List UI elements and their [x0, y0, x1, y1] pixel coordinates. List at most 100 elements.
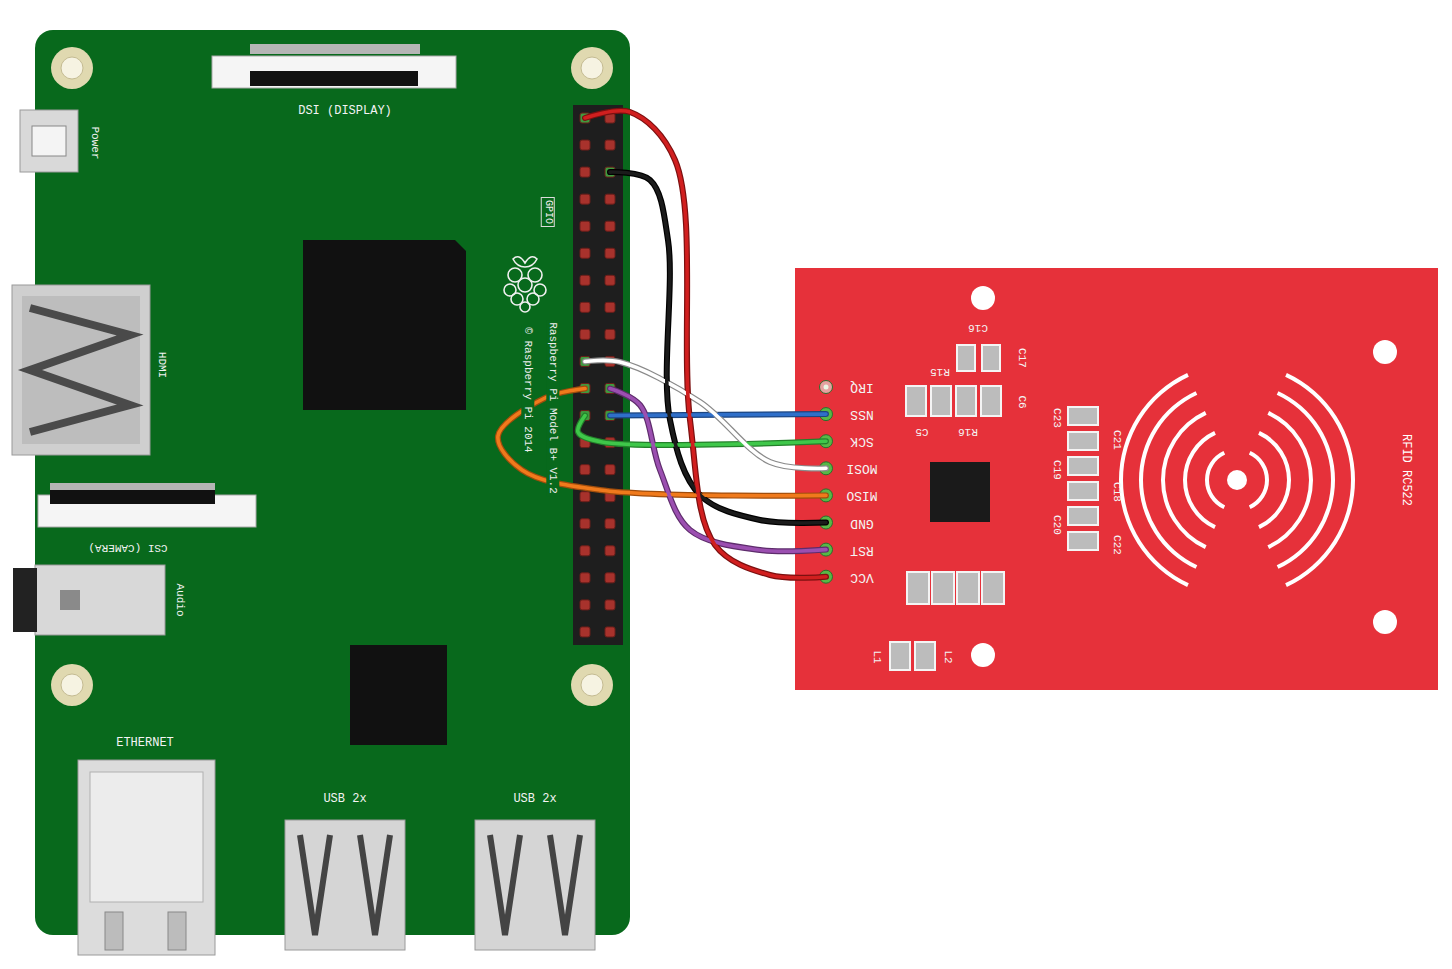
- port-label: DSI (DISPLAY): [298, 105, 392, 119]
- smd-pad: [957, 572, 979, 604]
- header-pin: [605, 140, 615, 150]
- mounting-hole: [61, 674, 83, 696]
- raspberry-logo: [513, 257, 537, 267]
- component-ref: C16: [968, 322, 988, 335]
- header-pin: [580, 465, 590, 475]
- pin-label: VCC: [850, 569, 873, 584]
- mounting-hole: [581, 674, 603, 696]
- smd-pad: [1068, 407, 1098, 425]
- header-pins: [580, 113, 615, 637]
- port-label: Power: [89, 126, 102, 159]
- raspberry-logo: [504, 257, 546, 312]
- header-label: GPIO: [541, 197, 555, 227]
- component-ref: L2: [942, 650, 955, 663]
- raspberry-logo: [518, 278, 532, 292]
- usb-port: [475, 820, 595, 950]
- component-ref: C20: [1051, 515, 1064, 535]
- hdmi-connector: [22, 296, 140, 444]
- rfid-pin: [820, 381, 833, 394]
- rfid-board: [795, 268, 1438, 690]
- power-connector: [20, 110, 78, 172]
- pin-label: GND: [850, 515, 873, 530]
- audio-jack: [35, 565, 165, 635]
- header-pin: [605, 302, 615, 312]
- smd-pad: [931, 386, 951, 416]
- mounting-hole: [971, 286, 995, 310]
- wire-outline: [585, 360, 826, 468]
- csi-connector: [50, 490, 215, 504]
- port-label: ETHERNET: [116, 737, 174, 751]
- antenna-arc: [1205, 451, 1225, 509]
- dsi-connector: [250, 71, 418, 86]
- port-label: Audio: [174, 583, 187, 616]
- antenna-arc: [1161, 411, 1207, 549]
- header-pin: [605, 573, 615, 583]
- antenna-arc: [1258, 431, 1291, 529]
- rc522-chip: [930, 462, 990, 522]
- rfid-board: RFID RC522: [795, 268, 1438, 690]
- antenna-arc: [1249, 451, 1269, 509]
- component-ref: C21: [1111, 430, 1124, 450]
- component-ref: C22: [1111, 535, 1124, 555]
- rfid-pin: [824, 385, 829, 390]
- pin-label: NSS: [850, 407, 873, 422]
- mounting-hole: [571, 664, 613, 706]
- smd-pad: [890, 642, 910, 670]
- component-ref: C18: [1111, 482, 1124, 502]
- ethernet-port: [78, 760, 215, 955]
- component-ref: R16: [958, 426, 978, 439]
- mounting-hole: [51, 664, 93, 706]
- audio-jack: [13, 568, 37, 632]
- wire-outline: [610, 389, 826, 552]
- smd-components: [890, 345, 1098, 670]
- mounting-hole: [1373, 340, 1397, 364]
- mounting-hole: [61, 57, 83, 79]
- ethernet-port: [105, 912, 123, 950]
- smd-pad: [932, 572, 954, 604]
- wire-outline: [610, 172, 826, 523]
- smd-pad: [982, 572, 1004, 604]
- mounting-hole: [971, 643, 995, 667]
- csi-connector: [50, 483, 215, 491]
- component-ref: C19: [1051, 460, 1064, 480]
- power-connector: [32, 126, 66, 156]
- antenna: [1119, 373, 1355, 587]
- pin-label: IRQ: [850, 380, 873, 395]
- usb-port: [300, 835, 390, 935]
- port-label: USB 2x: [323, 793, 366, 807]
- rfid-pin: [820, 381, 833, 394]
- header-pin: [580, 627, 590, 637]
- smd-pad: [956, 386, 976, 416]
- dsi-connector: [250, 44, 420, 54]
- jumper-wire: [585, 360, 826, 468]
- header-pin: [580, 194, 590, 204]
- ethernet-port: [168, 912, 186, 950]
- header-pin: [580, 302, 590, 312]
- jumper-wire: [610, 389, 826, 552]
- wire-outline: [585, 111, 826, 578]
- header-pin: [580, 492, 590, 502]
- smd-pad: [915, 642, 935, 670]
- usb-port: [490, 835, 580, 935]
- header-pin: [605, 194, 615, 204]
- smd-pad: [1068, 532, 1098, 550]
- raspberry-logo: [520, 302, 530, 312]
- antenna: [1227, 470, 1247, 490]
- header-pin: [580, 329, 590, 339]
- component-ref: C5: [915, 426, 928, 439]
- component-ref: R15: [930, 366, 950, 379]
- smd-pad: [982, 345, 1000, 371]
- smd-pad: [957, 345, 975, 371]
- wires: [498, 111, 826, 578]
- hdmi-connector: [30, 308, 130, 432]
- port-label: HDMI: [156, 352, 169, 378]
- header-pin: [605, 600, 615, 610]
- pin-label: MOSI: [846, 461, 877, 476]
- port-label: USB 2x: [513, 793, 556, 807]
- hdmi-connector: [12, 285, 150, 455]
- header-pin: [605, 546, 615, 556]
- board-label: © Raspberry Pi 2014: [522, 325, 535, 454]
- pi-board: [35, 30, 630, 935]
- component-ref: C17: [1016, 348, 1029, 368]
